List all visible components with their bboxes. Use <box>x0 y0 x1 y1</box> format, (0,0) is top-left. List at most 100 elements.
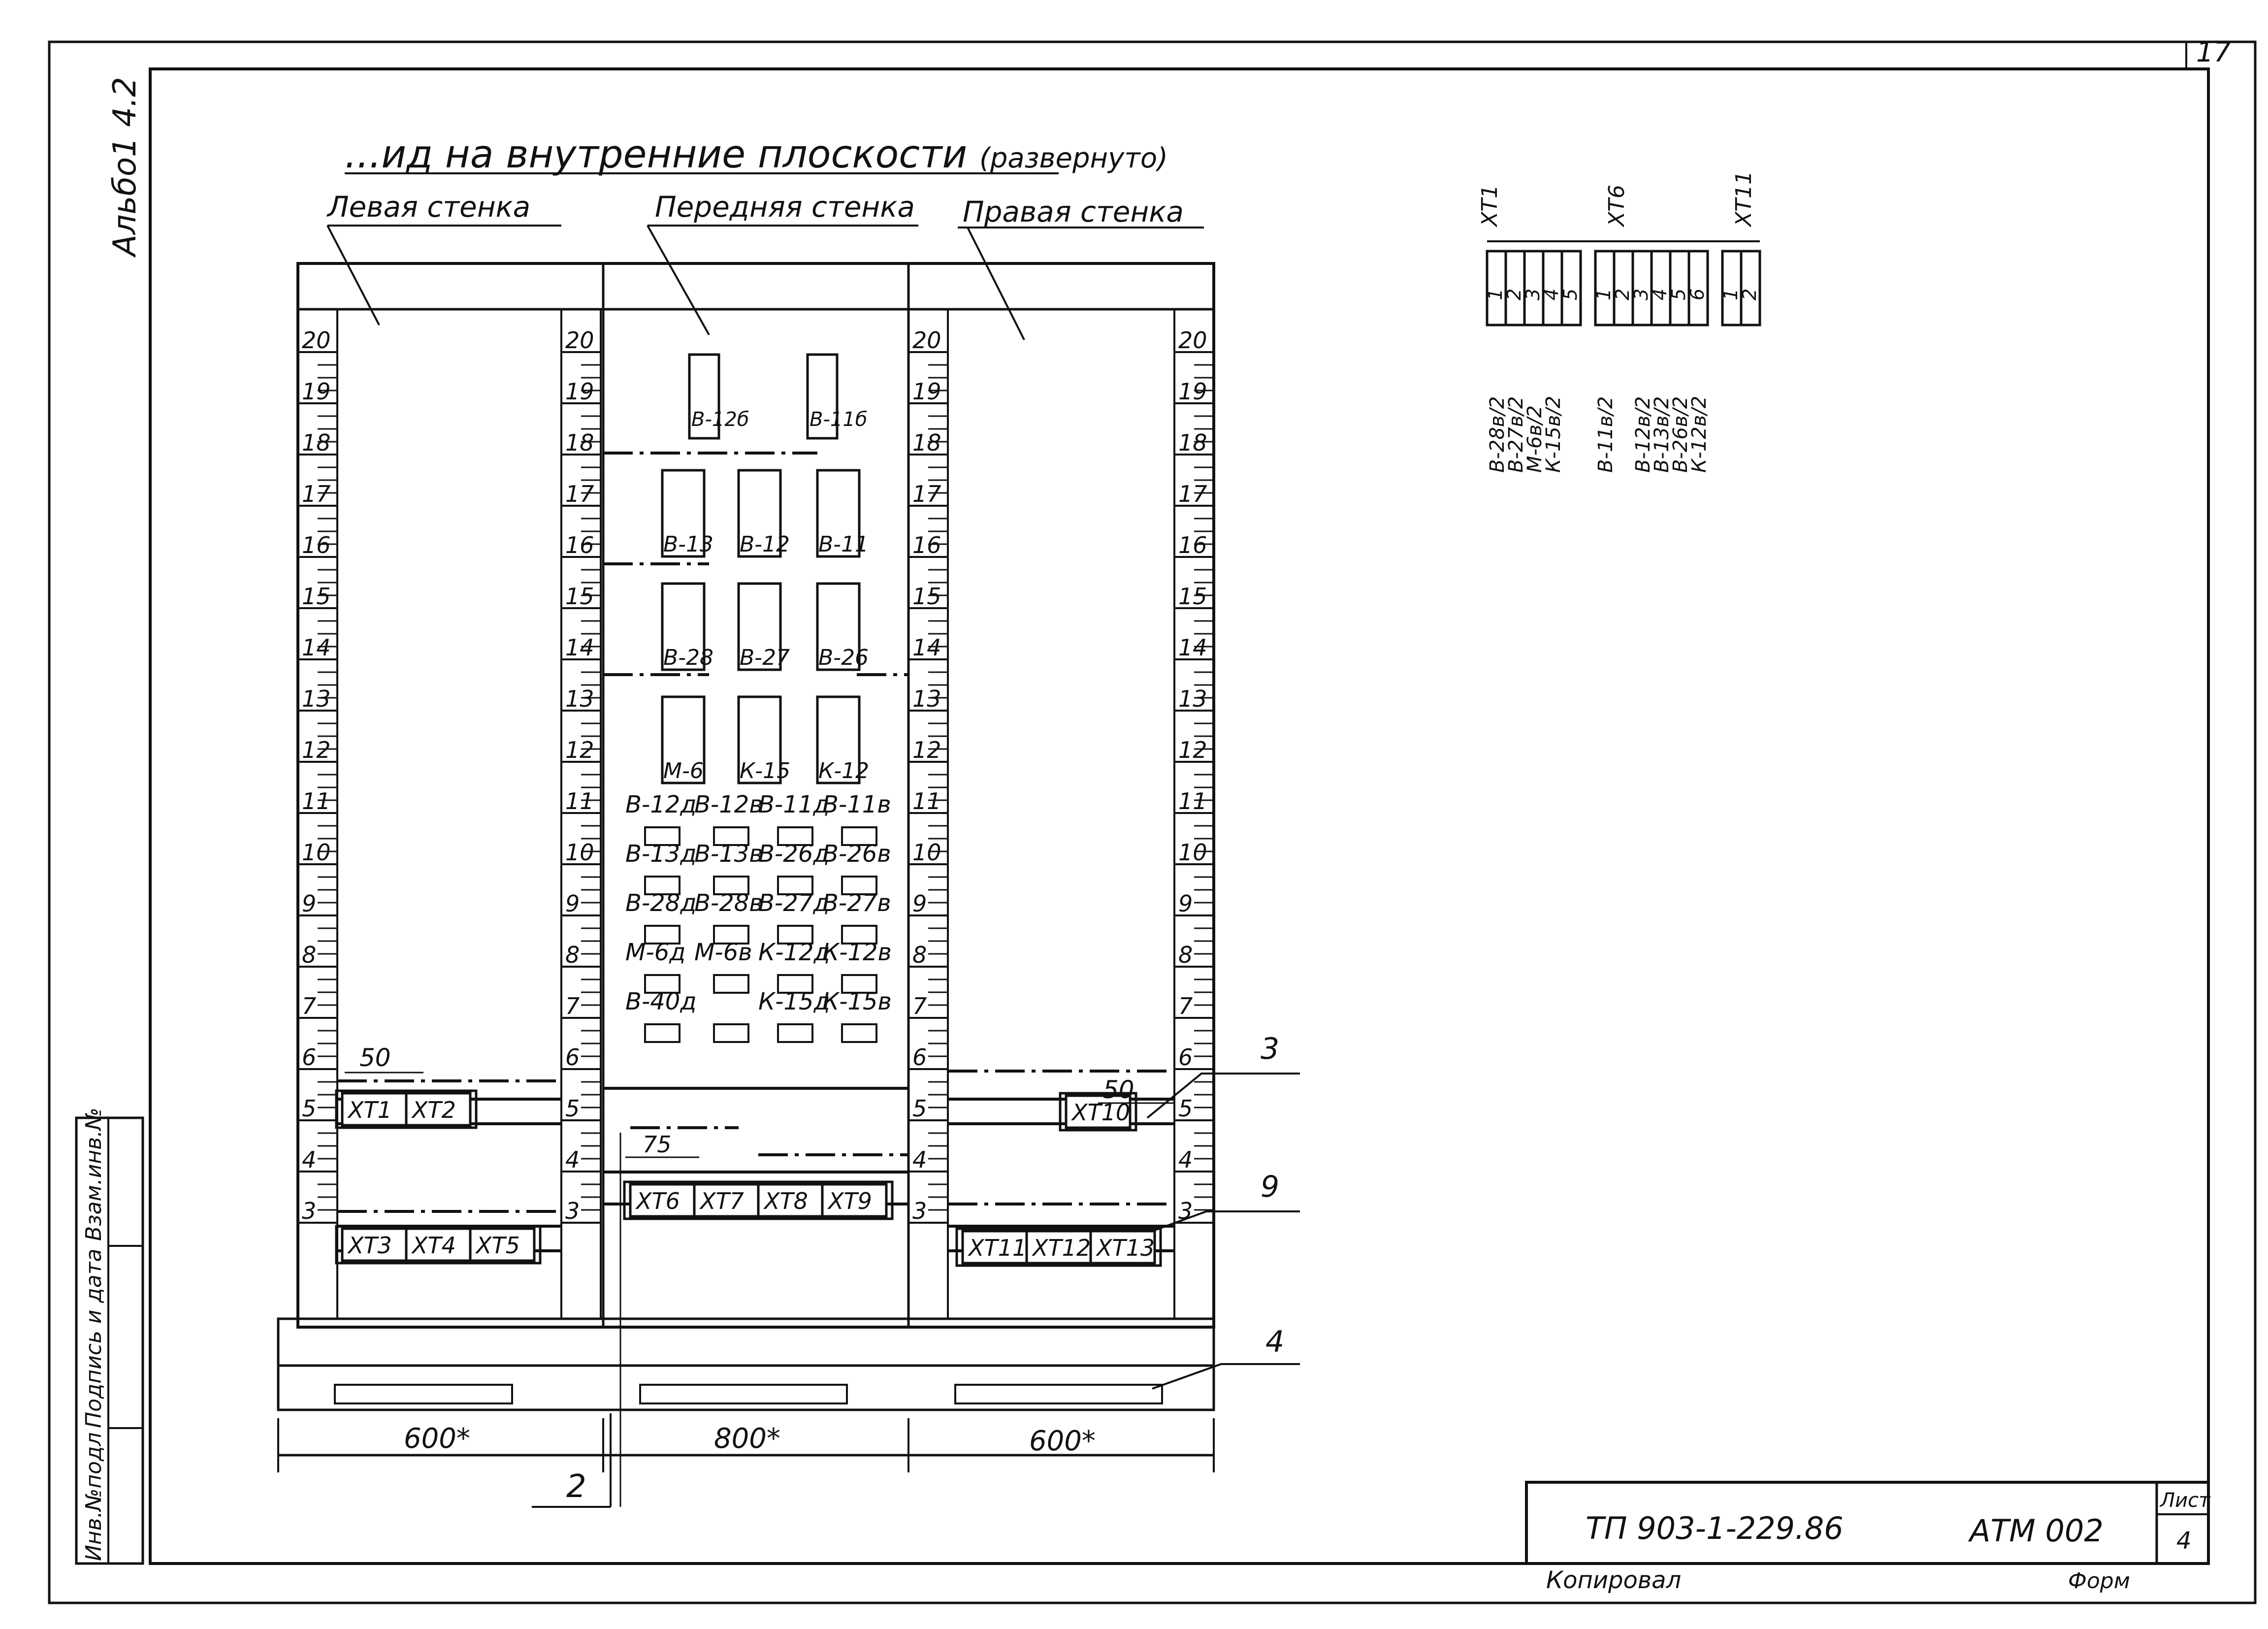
scale-label: 16 <box>912 532 941 558</box>
wall-right-label: Правая стенка <box>963 195 1184 228</box>
sheet-label: Лист <box>2159 1489 2211 1512</box>
scale-label: 14 <box>1178 634 1207 661</box>
scale-label: 4 <box>302 1146 316 1173</box>
scale-label: 5 <box>565 1095 580 1122</box>
scale-label: 6 <box>302 1044 316 1071</box>
tag-plate <box>841 1023 877 1043</box>
scale-label: 18 <box>302 429 331 456</box>
scale-label: 7 <box>1178 993 1193 1019</box>
terminal-label: ХТ8 <box>763 1188 808 1214</box>
strip-header: ХТ11 <box>1731 171 1756 228</box>
device-tag: К-15в <box>822 988 892 1015</box>
scale-label: 6 <box>912 1044 927 1071</box>
drawing-title: ...ид на внутренние плоскости (развернут… <box>345 132 1168 177</box>
strip-wire: В-12в/2 <box>1632 396 1654 473</box>
device-tag: М-6в <box>694 939 752 966</box>
width-right: 600* <box>1029 1425 1096 1457</box>
scale-label: 6 <box>1178 1044 1193 1071</box>
device-tag: В-26в <box>822 840 891 868</box>
scale-label: 10 <box>1178 839 1207 866</box>
scale-label: 12 <box>565 737 594 763</box>
terminal-label: ХТ12 <box>1032 1235 1091 1261</box>
scale-label: 8 <box>1178 942 1193 968</box>
scale-label: 20 <box>302 327 331 354</box>
tag-plate <box>777 974 813 994</box>
terminal-group <box>1059 1092 1137 1132</box>
scale-label: 16 <box>1178 532 1207 558</box>
scale-label: 8 <box>912 942 927 968</box>
scale-label: 13 <box>1178 685 1207 712</box>
title-heading: ...ид на внутренние плоскости <box>345 132 967 177</box>
device-tag: К-12в <box>822 939 892 966</box>
scale-label: 16 <box>565 532 594 558</box>
dim-50-right: 50 <box>1103 1075 1134 1104</box>
stamp-col-sign: Подпись и дата <box>81 1249 106 1428</box>
device-label: В-13 <box>663 532 713 557</box>
strip-cell-number: 1 <box>1720 289 1742 300</box>
terminal-label: ХТ1 <box>347 1097 392 1123</box>
scale-label: 15 <box>912 583 941 610</box>
device-label: К-12 <box>818 758 869 783</box>
strip-cell <box>1669 250 1690 326</box>
scale-label: 13 <box>302 685 331 712</box>
device-box <box>816 469 861 558</box>
device-box <box>816 695 861 784</box>
tag-plate <box>777 826 813 846</box>
tag-plate <box>713 826 749 846</box>
tag-plate <box>644 876 680 895</box>
device-tag: В-12д <box>625 791 697 818</box>
title-block <box>1525 1481 2210 1565</box>
strip-cell <box>1560 250 1582 326</box>
terminal-block <box>1025 1230 1092 1265</box>
title-note: (развернуто) <box>979 142 1168 174</box>
strip-header: ХТ6 <box>1604 185 1629 228</box>
device-label: В-11б <box>810 408 867 431</box>
strip-cell-number: 1 <box>1485 289 1506 300</box>
strip-cell <box>1486 250 1507 326</box>
scale-label: 3 <box>912 1198 927 1224</box>
callout-3: 3 <box>1261 1032 1279 1066</box>
tag-plate <box>713 1023 749 1043</box>
device-tag: М-6д <box>625 939 685 966</box>
scale-label: 14 <box>565 634 594 661</box>
chain-lines <box>337 452 1174 1213</box>
terminal-group <box>623 1180 894 1220</box>
width-front: 800* <box>714 1423 780 1455</box>
scale-label: 12 <box>302 737 331 763</box>
device-label: В-11 <box>818 532 869 557</box>
scale-label: 7 <box>912 993 927 1019</box>
left-stamp <box>75 1116 144 1565</box>
strip-cell <box>1523 250 1545 326</box>
strip-wire: М-6в/2 <box>1523 405 1546 473</box>
terminal-label: ХТ7 <box>699 1188 744 1214</box>
tag-plate <box>713 925 749 945</box>
tag-plate <box>713 974 749 994</box>
strip-cell-number: 5 <box>1668 289 1689 300</box>
terminal-block <box>469 1227 536 1262</box>
scale-label: 14 <box>302 634 331 661</box>
scale-label: 18 <box>912 429 941 456</box>
tag-plate <box>644 925 680 945</box>
strip-wire: К-12в/2 <box>1688 396 1711 473</box>
scale-label: 18 <box>565 429 594 456</box>
tag-plate <box>841 925 877 945</box>
terminal-label: ХТ6 <box>635 1188 680 1214</box>
tag-plate <box>777 925 813 945</box>
doc-code: ТП 903-1-229.86 <box>1586 1510 1844 1546</box>
format-label: Форм <box>2068 1568 2130 1594</box>
cabinet-frame <box>277 262 1215 1472</box>
strip-cell-number: 3 <box>1630 289 1652 300</box>
scale-label: 7 <box>565 993 580 1019</box>
scale-label: 4 <box>565 1146 580 1173</box>
scale-label: 8 <box>302 942 316 968</box>
device-label: К-15 <box>740 758 790 783</box>
strip-wire: В-13в/2 <box>1651 396 1673 473</box>
device-tag: В-27д <box>758 889 830 917</box>
device-box <box>661 695 706 784</box>
scale-label: 14 <box>912 634 941 661</box>
scale-label: 3 <box>565 1198 580 1224</box>
device-tag: В-28д <box>625 889 697 917</box>
terminal-block <box>341 1092 408 1127</box>
